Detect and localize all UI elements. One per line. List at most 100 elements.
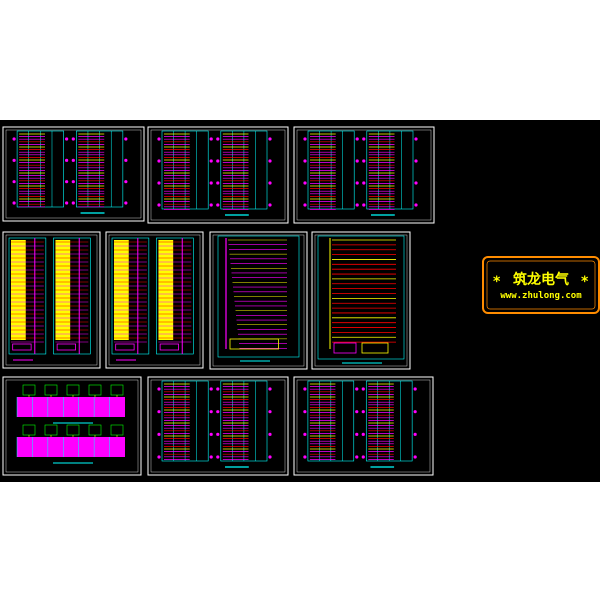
breaker-dot (65, 180, 69, 184)
drawing-sheet-8 (2, 376, 142, 476)
sheet-inner-border (296, 379, 431, 473)
riser-frame (217, 235, 300, 358)
breaker-dot (355, 432, 359, 436)
breaker-dot (216, 159, 220, 163)
breaker-dot (268, 137, 272, 141)
breaker-dot (414, 181, 418, 185)
breaker-dot (71, 201, 75, 205)
breaker-dot (414, 203, 418, 207)
sheet-inner-border (5, 234, 98, 366)
watermark-frame-inner (486, 260, 596, 310)
breaker-dot (268, 203, 272, 207)
watermark-stamp: * 筑龙电气 * www.zhulong.com (482, 256, 600, 314)
sheet-inner-border (296, 129, 432, 221)
breaker-dot (65, 137, 69, 141)
breaker-dot (361, 432, 365, 436)
breaker-dot (71, 137, 75, 141)
sheet-outer-border (2, 376, 142, 476)
breaker-dot (157, 159, 161, 163)
breaker-dot (157, 387, 161, 391)
breaker-dot (268, 432, 272, 436)
breaker-dot (268, 181, 272, 185)
sheet-inner-border (5, 379, 139, 473)
breaker-dot (303, 203, 307, 207)
breaker-dot (12, 180, 16, 184)
drawing-sheet-5 (105, 231, 204, 369)
breaker-dot (362, 203, 366, 207)
breaker-dot (216, 432, 220, 436)
breaker-dot (12, 137, 16, 141)
breaker-dot (303, 159, 307, 163)
breaker-dot (361, 410, 365, 414)
sheet-outer-border (147, 376, 289, 476)
breaker-dot (209, 159, 213, 163)
breaker-dot (355, 203, 359, 207)
breaker-dot (268, 387, 272, 391)
breaker-dot (209, 455, 213, 459)
breaker-dot (157, 432, 161, 436)
drawing-sheets (2, 126, 435, 476)
riser-column (53, 237, 91, 355)
breaker-dot (413, 455, 417, 459)
breaker-dot (355, 410, 359, 414)
sheet-inner-border (108, 234, 201, 366)
breaker-dot (71, 158, 75, 162)
breaker-dot (157, 203, 161, 207)
sheet-inner-border (212, 234, 305, 367)
breaker-dot (413, 410, 417, 414)
breaker-dot (268, 159, 272, 163)
drawing-sheet-9 (147, 376, 289, 476)
distribution-box (229, 338, 279, 350)
breaker-dot (216, 455, 220, 459)
breaker-dot (209, 432, 213, 436)
watermark-frame (482, 256, 600, 314)
panel-schedule-fill (17, 437, 125, 457)
riser-column (111, 237, 150, 355)
sheet-inner-border (5, 129, 142, 219)
breaker-dot (355, 181, 359, 185)
breaker-dot (355, 137, 359, 141)
breaker-dot (157, 455, 161, 459)
breaker-dot (303, 432, 307, 436)
breaker-dot (303, 137, 307, 141)
breaker-dot (124, 201, 128, 205)
breaker-dot (209, 181, 213, 185)
breaker-dot (65, 201, 69, 205)
panel-box (333, 342, 357, 354)
breaker-dot (157, 410, 161, 414)
sheet-inner-border (150, 129, 286, 221)
watermark-star-left: * (493, 274, 501, 290)
breaker-dot (362, 159, 366, 163)
breaker-dot (361, 455, 365, 459)
breaker-dot (361, 387, 365, 391)
breaker-dot (355, 159, 359, 163)
base-box (12, 343, 32, 351)
breaker-dot (216, 387, 220, 391)
breaker-dot (303, 410, 307, 414)
sheet-inner-border (150, 379, 286, 473)
breaker-dot (303, 387, 307, 391)
drawing-sheet-7 (311, 231, 411, 370)
breaker-dot (12, 158, 16, 162)
watermark-title: 筑龙电气 (513, 271, 569, 288)
drawing-sheet-10 (293, 376, 434, 476)
breaker-dot (355, 455, 359, 459)
breaker-dot (216, 137, 220, 141)
breaker-dot (216, 181, 220, 185)
riser-frame (317, 235, 405, 360)
base-box (115, 343, 135, 351)
drawing-sheet-1 (2, 126, 145, 222)
breaker-dot (303, 455, 307, 459)
breaker-dot (268, 410, 272, 414)
breaker-dot (216, 203, 220, 207)
breaker-dot (209, 410, 213, 414)
sheet-inner-border (314, 234, 408, 367)
breaker-dot (124, 137, 128, 141)
breaker-dot (268, 455, 272, 459)
sheet-outer-border (311, 231, 411, 370)
panel-box (361, 342, 389, 354)
breaker-dot (209, 387, 213, 391)
breaker-dot (209, 203, 213, 207)
breaker-dot (414, 137, 418, 141)
drawing-sheet-6 (209, 231, 308, 370)
